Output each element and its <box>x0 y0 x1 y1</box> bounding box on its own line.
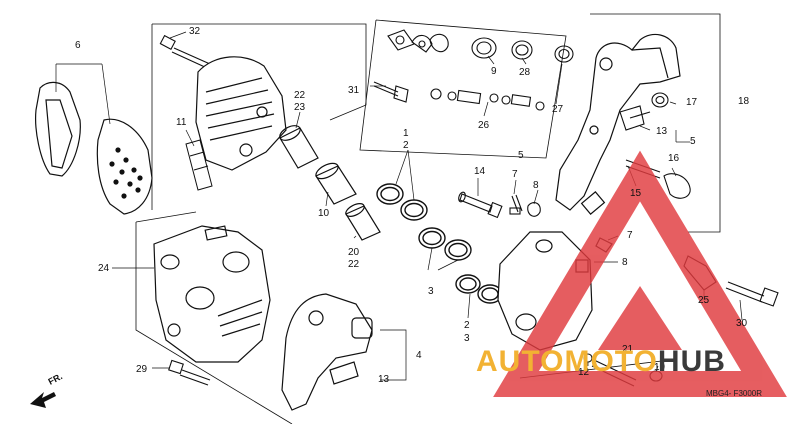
callout-5b: 5 <box>690 136 696 147</box>
callout-9: 9 <box>491 66 497 77</box>
callout-31: 31 <box>348 85 360 96</box>
bracket-4 <box>281 293 373 411</box>
watermark-text: AUTOMOTOHUB <box>476 346 726 378</box>
watermark-text-b: HUB <box>657 345 726 378</box>
callout-15: 15 <box>630 188 642 199</box>
watermark-text-a: AUTOMOTO <box>476 345 658 378</box>
callout-28: 28 <box>519 67 531 78</box>
bolt-32 <box>159 34 211 69</box>
callout-4: 4 <box>416 350 422 361</box>
callout-26: 26 <box>478 120 490 131</box>
frame-lower <box>135 222 293 425</box>
callout-8: 8 <box>533 180 539 191</box>
callout-25: 25 <box>698 295 710 306</box>
callout-1: 1 <box>403 128 409 139</box>
caliper-bracket-18 <box>555 33 681 215</box>
callout-2: 2 <box>403 140 409 151</box>
callout-32: 32 <box>189 26 201 37</box>
pad-spring-11 <box>185 139 213 191</box>
callout-5: 5 <box>518 150 524 161</box>
callout-22b: 22 <box>348 259 360 270</box>
callout-14: 14 <box>474 166 486 177</box>
seals <box>376 183 503 304</box>
callout-29: 29 <box>136 364 148 375</box>
callout-18: 18 <box>738 96 750 107</box>
callout-19: 19 <box>654 362 666 373</box>
kit-parts <box>373 29 574 111</box>
callout-23: 23 <box>294 102 306 113</box>
callout-2b: 2 <box>464 320 470 331</box>
callout-17: 17 <box>686 97 698 108</box>
callout-21: 21 <box>622 344 634 355</box>
callout-8b: 8 <box>622 257 628 268</box>
brake-pads <box>35 81 153 215</box>
fr-arrow <box>30 392 56 408</box>
callout-3b: 3 <box>464 333 470 344</box>
caliper-assembly-24 <box>153 225 271 363</box>
frame-upper <box>152 23 367 121</box>
callout-30: 30 <box>736 318 748 329</box>
callout-24: 24 <box>98 263 110 274</box>
callout-6: 6 <box>75 40 81 51</box>
frame-bracket <box>590 13 721 233</box>
callout-3: 3 <box>428 286 434 297</box>
callout-12: 12 <box>578 367 590 378</box>
watermark-logo <box>493 150 787 397</box>
callout-7: 7 <box>512 169 518 180</box>
diagram-code: MBG4- F3000R <box>706 389 763 398</box>
pins <box>458 191 541 219</box>
callout-10: 10 <box>318 208 330 219</box>
callout-22: 22 <box>294 90 306 101</box>
callout-27: 27 <box>552 104 564 115</box>
callout-20: 20 <box>348 247 360 258</box>
callout-11: 11 <box>176 117 187 128</box>
pistons <box>279 125 381 241</box>
callout-16: 16 <box>668 153 680 164</box>
callout-7b: 7 <box>627 230 633 241</box>
callout-13b: 13 <box>378 374 390 385</box>
caliper-upper <box>195 56 287 171</box>
bolt-29 <box>168 359 211 386</box>
frame-kit <box>359 19 567 159</box>
callout-13: 13 <box>656 126 668 137</box>
